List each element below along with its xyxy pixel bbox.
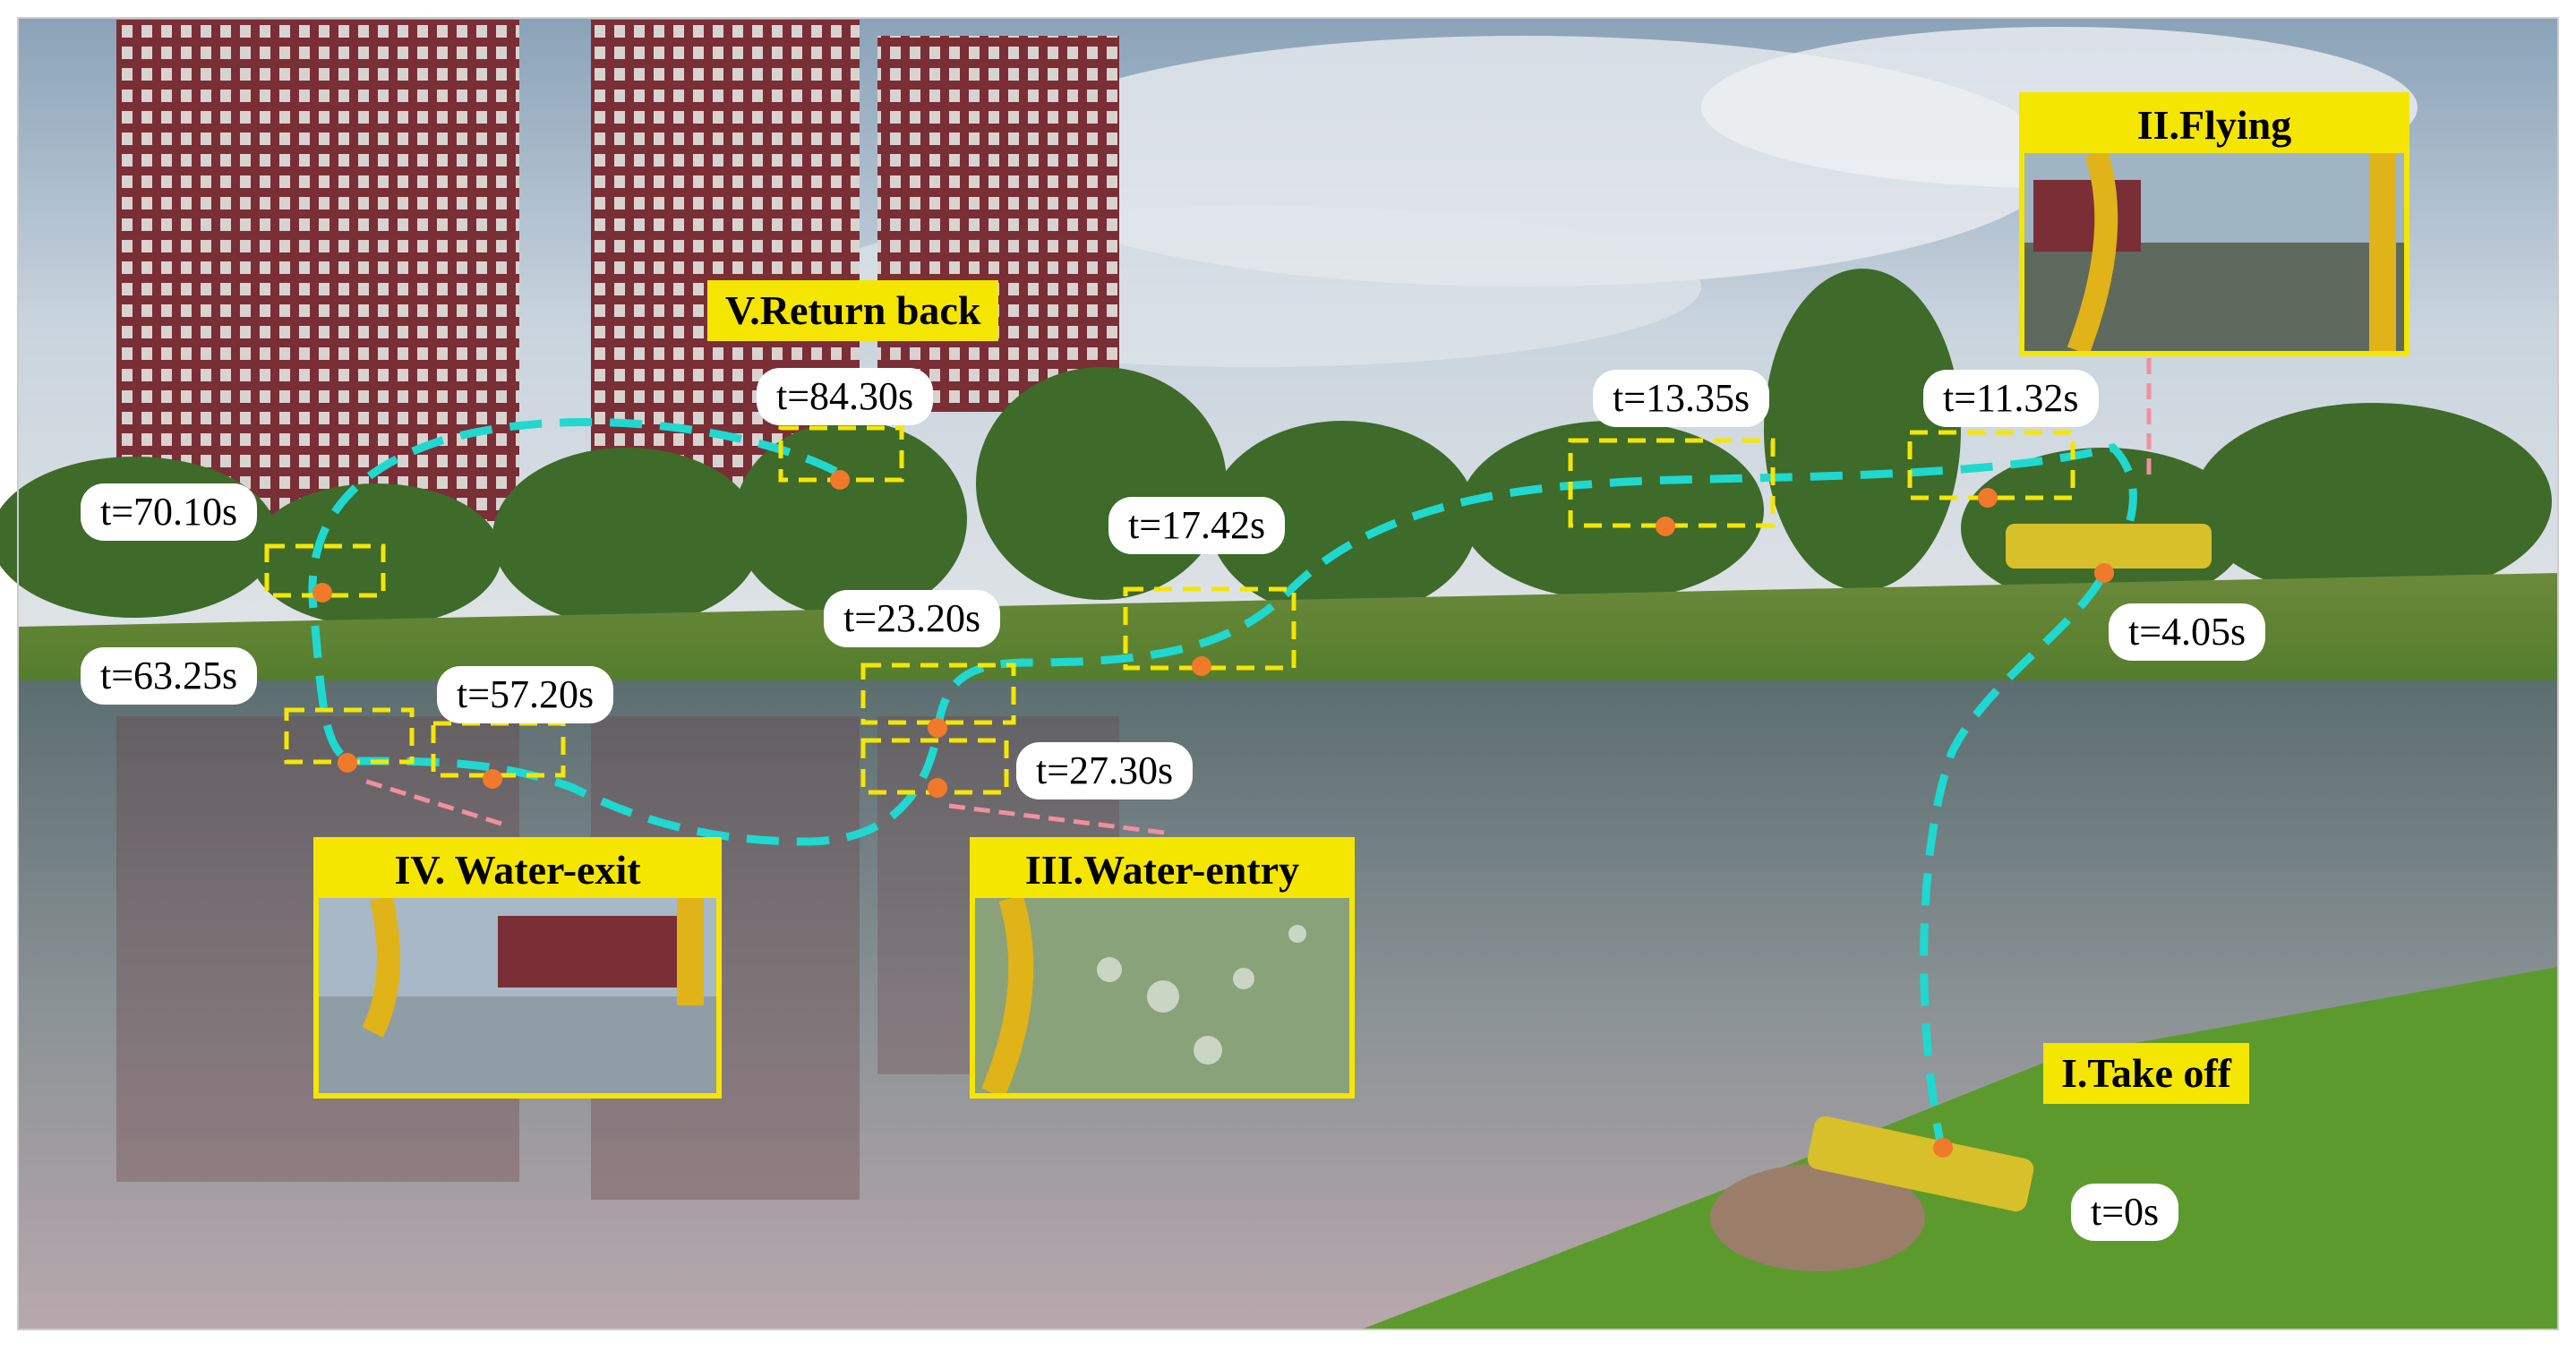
time-label: t=27.30s: [1016, 742, 1194, 799]
time-label: t=13.35s: [1593, 370, 1770, 427]
time-label: t=11.32s: [1923, 370, 2099, 427]
time-label: t=70.10s: [81, 483, 258, 541]
time-label: t=17.42s: [1108, 497, 1286, 554]
pink-arrows: [357, 358, 2152, 835]
time-label: t=63.25s: [81, 647, 258, 705]
inset-water-exit-image: [319, 898, 716, 1093]
inset-flying-image: [2024, 153, 2404, 351]
time-label: t=84.30s: [757, 368, 934, 425]
position-markers: [312, 470, 2114, 1158]
time-label: t=0s: [2071, 1184, 2179, 1241]
stage-title-take-off: I.Take off: [2043, 1043, 2249, 1104]
inset-title-flying: II.Flying: [2024, 98, 2404, 153]
apartment-building-right: [877, 36, 1119, 412]
inset-title-water-exit: IV. Water-exit: [319, 842, 716, 898]
inset-flying: II.Flying: [2019, 92, 2409, 356]
time-label: t=57.20s: [437, 666, 614, 723]
robot-silhouettes: [1807, 524, 2212, 1212]
rock: [1710, 1164, 1925, 1271]
apartment-building-left: [116, 20, 519, 521]
stage-title-return-back: V.Return back: [707, 280, 999, 341]
time-label: t=23.20s: [824, 590, 1001, 647]
inset-water-entry-image: [975, 898, 1349, 1093]
time-label: t=4.05s: [2109, 603, 2266, 661]
inset-water-exit: IV. Water-exit: [313, 837, 722, 1099]
trajectory-path: [308, 417, 2137, 1156]
inset-title-water-entry: III.Water-entry: [975, 842, 1349, 898]
inset-water-entry: III.Water-entry: [970, 837, 1355, 1099]
far-bank: [18, 573, 2558, 707]
